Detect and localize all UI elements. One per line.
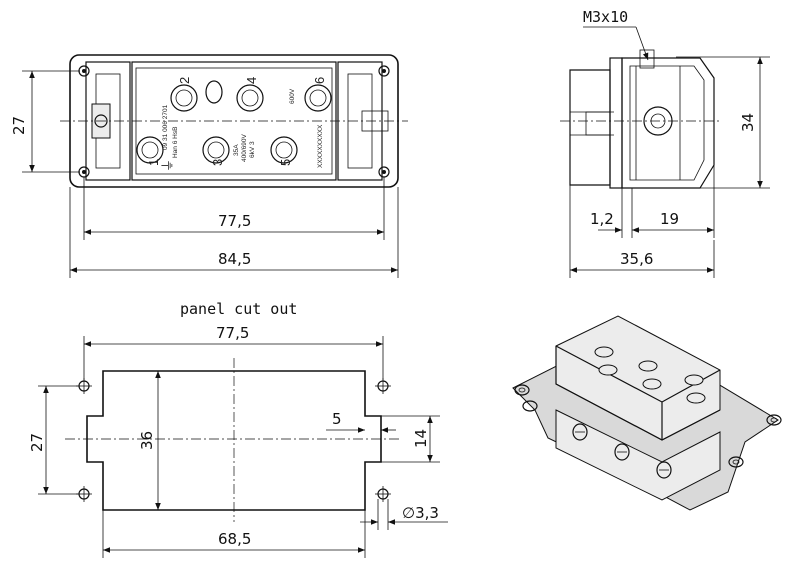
dim-cutout-notch: 5 — [326, 410, 396, 438]
iso-contacts — [594, 346, 706, 404]
dim-front-inner-width: 77,5 — [83, 177, 385, 240]
contact-number-4: 4 — [244, 77, 259, 84]
dim-side-height: 34 — [676, 56, 770, 189]
dim-cutout-hole-spacing: 77,5 — [83, 324, 384, 380]
dim-cutout-notch-height-label: 14 — [412, 429, 430, 448]
dim-cutout-notch-height: 14 — [381, 415, 440, 463]
dim-cutout-hole-diameter: ∅3,3 — [360, 499, 448, 530]
dim-cutout-width-label: 68,5 — [218, 530, 251, 548]
contact-number-1: 1 — [146, 159, 161, 166]
contact-number-2: 2 — [177, 77, 192, 84]
cutout-mounting-holes — [78, 380, 389, 500]
insert-type: Han 6 HsB — [172, 127, 179, 158]
panel-cutout-title: panel cut out — [180, 300, 297, 318]
screw-callout: M3x10 — [583, 8, 649, 61]
insert-ul-voltage: 600V — [289, 88, 296, 104]
dim-cutout-height-label: 36 — [138, 431, 156, 450]
dim-cutout-hole-diameter-label: ∅3,3 — [402, 504, 439, 522]
isometric-view — [512, 315, 782, 511]
front-ground-symbol: ⏚ — [160, 159, 175, 172]
insert-part-number: 09 31 006 2701 — [162, 104, 169, 150]
side-body — [569, 69, 611, 186]
dim-cutout-notch-label: 5 — [332, 410, 342, 428]
dim-side-offset-label: 1,2 — [590, 210, 614, 228]
contact-number-5: 5 — [278, 159, 293, 166]
dim-front-inner-width-label: 77,5 — [218, 212, 251, 230]
dim-cutout-width: 68,5 — [102, 510, 366, 558]
side-view: M3x10 34 1,2 19 35,6 — [560, 8, 770, 278]
front-view: ⏚ 1 2 3 4 5 6 09 31 006 2701 Han 6 HsB 3… — [10, 54, 408, 278]
insert-current: 35A — [233, 144, 240, 156]
iso-terminal-screws — [572, 423, 672, 479]
dim-cutout-hole-vertical: 27 — [28, 385, 78, 495]
dim-front-outer-width: 84,5 — [69, 187, 399, 278]
dim-front-height: 27 — [10, 70, 80, 173]
insert-rating: 6kV 3 — [249, 141, 256, 158]
dim-cutout-hole-vertical-label: 27 — [28, 433, 46, 452]
dim-side-depth: 1,2 19 — [590, 165, 715, 238]
dim-side-height-label: 34 — [739, 113, 757, 132]
dim-front-height-label: 27 — [10, 116, 28, 135]
insert-voltage: 400/690V — [241, 134, 248, 162]
harting-logo — [205, 80, 223, 104]
dim-cutout-height: 36 — [138, 371, 161, 510]
front-contacts — [136, 84, 332, 164]
contact-number-3: 3 — [210, 159, 225, 166]
side-flange — [609, 57, 623, 189]
iso-flange-screws — [514, 384, 782, 468]
dim-side-total: 35,6 — [569, 185, 715, 278]
dim-cutout-hole-spacing-label: 77,5 — [216, 324, 249, 342]
front-mounting-holes — [78, 65, 390, 178]
insert-serial: XXXXXXXXXX — [317, 124, 324, 168]
contact-number-6: 6 — [312, 77, 327, 84]
side-screw — [639, 49, 655, 69]
panel-cutout-view: panel cut out 77,5 27 — [28, 300, 448, 558]
dim-front-outer-width-label: 84,5 — [218, 250, 251, 268]
dim-side-depth-label: 19 — [660, 210, 679, 228]
dim-side-total-label: 35,6 — [620, 250, 653, 268]
screw-label: M3x10 — [583, 8, 628, 26]
